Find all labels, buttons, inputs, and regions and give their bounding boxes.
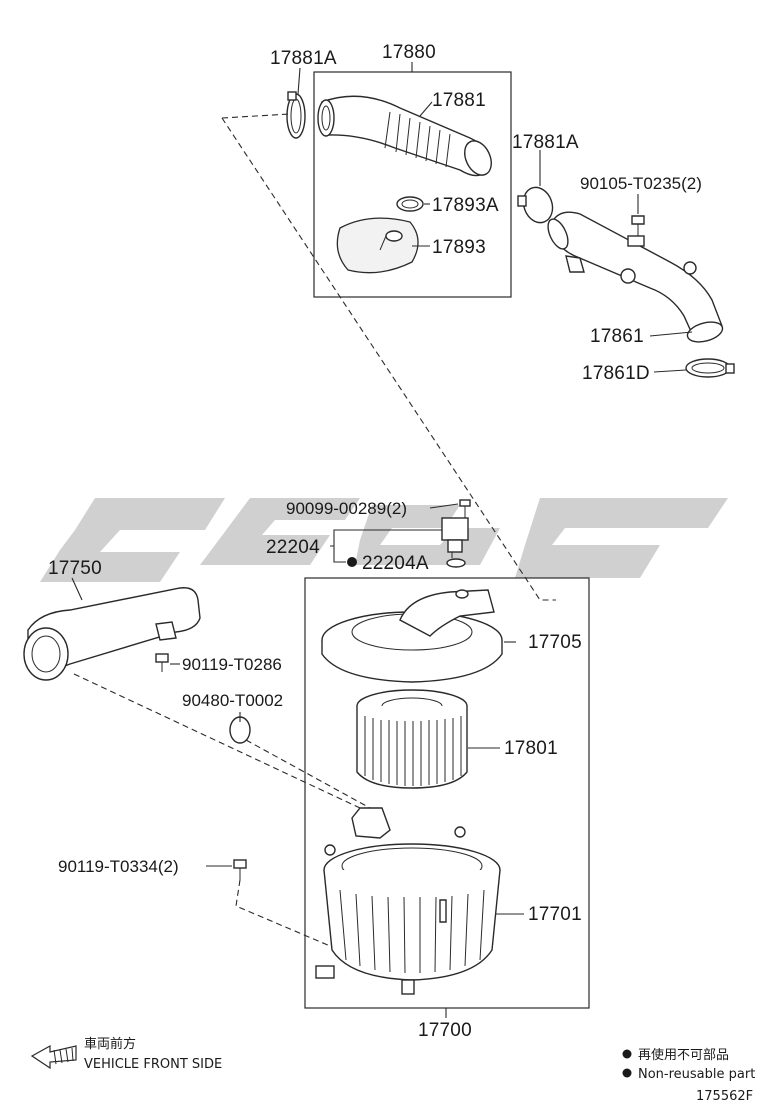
bolt-90119-t0334: [233, 859, 247, 880]
assembly-line-hose-to-cap: [221, 113, 556, 601]
label-17801: 17801: [504, 738, 558, 759]
non-reusable-en: Non-reusable part: [638, 1067, 755, 1082]
non-reusable-legend: 再使用不可部品 Non-reusable part: [622, 1047, 755, 1082]
inlet-duct: [547, 211, 724, 343]
front-side-en: VEHICLE FRONT SIDE: [84, 1057, 222, 1072]
label-17880: 17880: [382, 42, 436, 63]
label-17861: 17861: [590, 326, 644, 347]
label-17881a-top: 17881A: [270, 48, 337, 69]
non-reusable-dot-icon: [622, 1049, 632, 1059]
air-cleaner-cap: [321, 589, 503, 683]
assembly-line-grommet-to-case: [245, 739, 371, 809]
front-arrow-icon: [30, 1044, 77, 1070]
label-17705: 17705: [528, 632, 582, 653]
watermark-logo: [40, 498, 728, 582]
o-ring: [446, 558, 466, 568]
intake-hose: [317, 95, 492, 177]
inlet-seal: [336, 217, 419, 274]
label-17881a-right: 17881A: [512, 132, 579, 153]
label-17861d: 17861D: [582, 363, 650, 384]
label-17881: 17881: [432, 90, 486, 111]
small-hose-clamp: [396, 196, 424, 212]
vehicle-front-legend: 車両前方 VEHICLE FRONT SIDE: [30, 1036, 222, 1072]
bolt-90105: [631, 215, 645, 238]
label-17700: 17700: [418, 1020, 472, 1041]
label-17750: 17750: [48, 558, 102, 579]
bolt-90119-t0286: [155, 653, 169, 672]
non-reusable-dot-icon-2: [622, 1068, 632, 1078]
air-filter-element: [356, 689, 468, 789]
assembly-line-inlet-to-case: [73, 673, 361, 809]
label-90105-t0235: 90105-T0235(2): [580, 174, 702, 193]
label-22204: 22204: [266, 537, 320, 558]
air-cleaner-assembly-group-box: [304, 577, 590, 1009]
non-reusable-marker: [347, 557, 357, 567]
air-inlet: [23, 587, 201, 681]
duct-clamp: [685, 358, 735, 378]
hose-clamp-right: [517, 186, 554, 224]
non-reusable-jp: 再使用不可部品: [638, 1047, 729, 1063]
label-90119-t0334: 90119-T0334(2): [58, 857, 179, 876]
front-side-jp: 車両前方: [84, 1036, 136, 1052]
label-22204a: 22204A: [362, 553, 429, 574]
air-cleaner-case: [315, 807, 501, 995]
screw-90099: [459, 499, 471, 518]
label-90119-t0286: 90119-T0286: [182, 655, 282, 674]
label-17701: 17701: [528, 904, 582, 925]
hose-clamp-top-left: [286, 91, 306, 139]
label-17893: 17893: [432, 237, 486, 258]
leader-lines: [71, 62, 693, 1018]
label-17893a: 17893A: [432, 195, 499, 216]
label-90099-00289: 90099-00289(2): [286, 499, 407, 518]
airflow-meter: [441, 517, 469, 558]
label-90480-t0002: 90480-T0002: [182, 691, 283, 710]
assembly-line-bolt-to-case: [235, 879, 331, 947]
diagram-id: 175562F: [696, 1089, 753, 1104]
